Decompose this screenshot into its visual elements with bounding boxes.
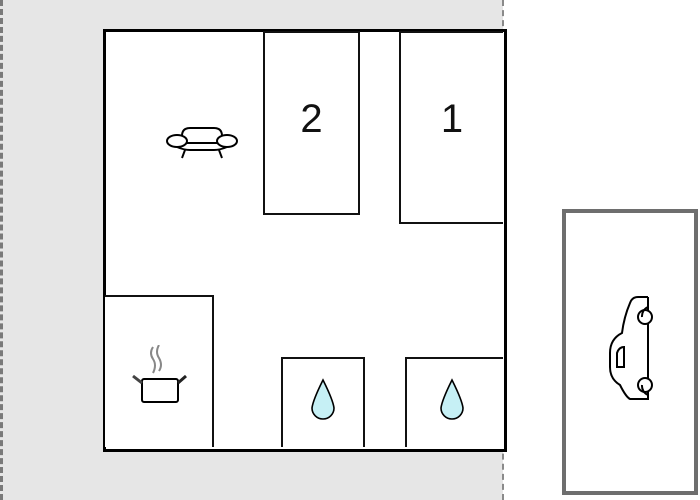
car-icon [609,296,653,400]
water-drop-icon [311,378,335,420]
bedroom-2: 2 [263,31,360,215]
cooking-pot-icon [132,345,187,403]
garage [562,209,698,495]
bathroom-a [281,357,365,447]
bedroom-1: 1 [399,31,503,224]
sofa-icon [166,127,238,159]
kitchen [105,295,214,447]
room-number: 2 [300,97,323,141]
water-drop-icon [440,378,464,420]
plot-boundary-left [0,0,3,500]
room-number: 1 [440,97,464,141]
bathroom-b [405,357,503,447]
